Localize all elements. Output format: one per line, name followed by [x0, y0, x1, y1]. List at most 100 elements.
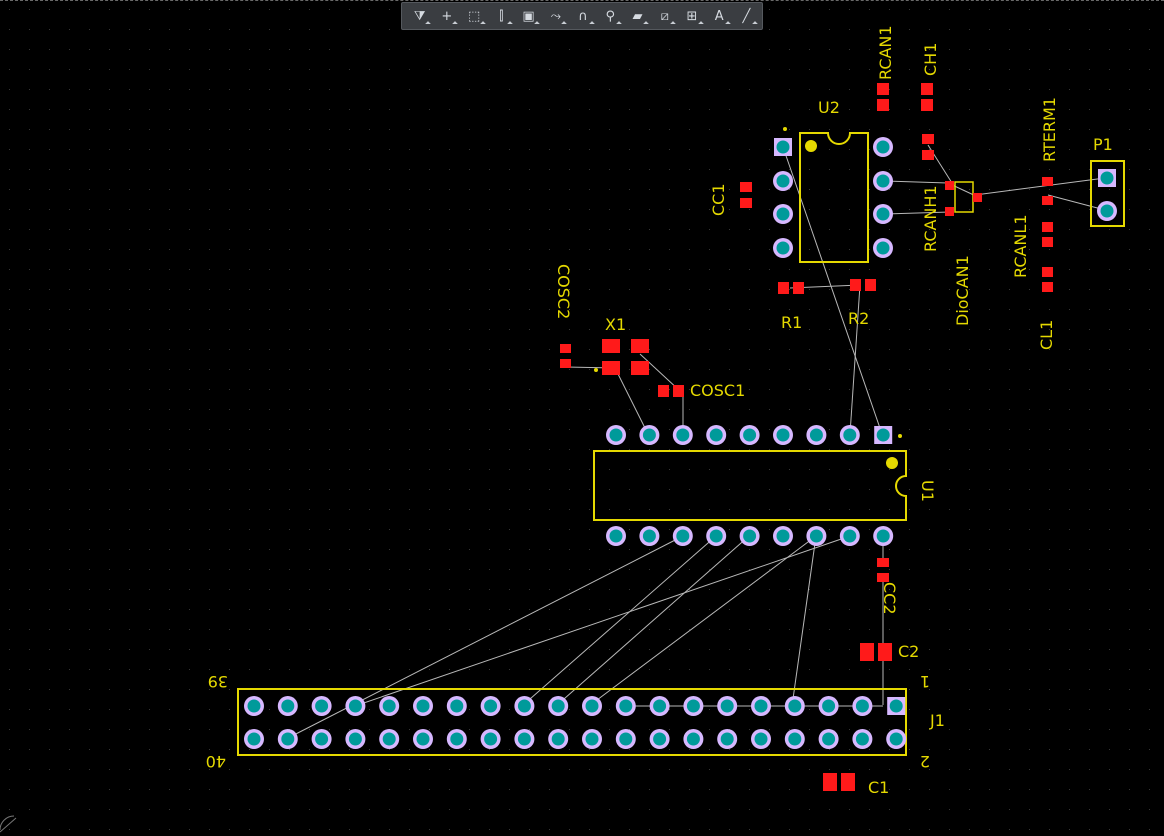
c2-pad-b[interactable] [878, 643, 892, 661]
dimension-icon: ⊞ [686, 8, 698, 24]
cc1-pad-a[interactable] [740, 182, 752, 192]
route-tool-button[interactable]: ⤳ [544, 4, 567, 28]
label-pin1: 1 [920, 672, 930, 691]
u1-pad-bottom-1-hole [609, 529, 623, 543]
u1-pin1-dot [898, 434, 902, 438]
cross-probe-tool-button[interactable]: + [435, 4, 458, 28]
align-tool-button[interactable]: ⫿ [490, 4, 513, 28]
j1-pad-row1-5-hole [382, 699, 396, 713]
label-cosc2: COSC2 [554, 264, 573, 319]
u1-outline [593, 450, 907, 521]
cosc1-pad-a[interactable] [658, 385, 669, 397]
text-tool-button[interactable]: A [708, 4, 731, 28]
c1-pad-a[interactable] [823, 773, 837, 791]
align-icon: ⫿ [499, 8, 504, 24]
ch1-pad-b[interactable] [921, 99, 933, 111]
rcanh1-pad-top-a[interactable] [922, 134, 934, 144]
r2-pad-b[interactable] [865, 279, 876, 291]
ch1-pad-a[interactable] [921, 83, 933, 95]
label-r1: R1 [781, 313, 802, 332]
cl1-pad-b[interactable] [1042, 282, 1053, 292]
component-tool-button[interactable]: ▣ [517, 4, 540, 28]
p1-pad-1-hole [1100, 171, 1114, 185]
r1-pad-b[interactable] [793, 282, 804, 294]
cc2-pad-a[interactable] [877, 558, 889, 567]
line-icon: ╱ [742, 8, 751, 24]
origin-marker [0, 815, 15, 831]
j1-pad-row2-10-hole [551, 732, 565, 746]
rcanl1-pad-a[interactable] [1042, 222, 1053, 232]
j1-pad-row1-8-hole [484, 699, 498, 713]
diocan1-pad-3[interactable] [973, 193, 982, 202]
j1-pad-row2-15-hole [720, 732, 734, 746]
c1-pad-b[interactable] [841, 773, 855, 791]
r1-pad-a[interactable] [778, 282, 789, 294]
j1-pad-row2-11-hole [585, 732, 599, 746]
x1-pad-2[interactable] [631, 339, 649, 353]
j1-pad-row2-13-hole [653, 732, 667, 746]
u1-pad-bottom-7-hole [809, 529, 823, 543]
u2-pin1-dot [783, 127, 787, 131]
select-area-tool-button[interactable]: ⬚ [462, 4, 485, 28]
keepout-tool-button[interactable]: ⧄ [653, 4, 676, 28]
r2-pad-a[interactable] [850, 279, 861, 291]
u1-pad-top-5-hole [743, 428, 757, 442]
via-icon: ⚲ [605, 8, 616, 24]
via-tool-button[interactable]: ⚲ [599, 4, 622, 28]
filter-tool-button[interactable]: ⧩ [408, 4, 431, 28]
diocan1-pad-2[interactable] [945, 207, 954, 216]
label-u2: U2 [818, 98, 840, 117]
u1-pad-bottom-5-hole [743, 529, 757, 543]
interactive-diff-icon: ∩ [578, 8, 588, 24]
u2-pad-left-3-hole [776, 207, 790, 221]
u2-pad-left-2-hole [776, 174, 790, 188]
u1-pad-top-1-hole [609, 428, 623, 442]
ratsnest-group [287, 144, 1106, 739]
interactive-diff-tool-button[interactable]: ∩ [571, 4, 594, 28]
j1-pad-row2-2-hole [281, 732, 295, 746]
polygon-tool-button[interactable]: ▰ [626, 4, 649, 28]
u1-pad-bottom-3-hole [676, 529, 690, 543]
line-tool-button[interactable]: ╱ [735, 4, 758, 28]
cosc2-pad-a[interactable] [560, 344, 571, 353]
rterm1-pad-a[interactable] [1042, 177, 1053, 186]
cc1-pad-b[interactable] [740, 198, 752, 208]
dimension-tool-button[interactable]: ⊞ [680, 4, 703, 28]
j1-pad-row1-6-hole [416, 699, 430, 713]
u1-pad-bottom-2-hole [642, 529, 656, 543]
j1-pad-row1-11-hole [585, 699, 599, 713]
route-icon: ⤳ [550, 8, 561, 24]
u1-pad-bottom-8-hole [843, 529, 857, 543]
x1-pad-4[interactable] [631, 361, 649, 375]
u2-pad-right-3-hole [876, 207, 890, 221]
u2-pad-left-1-hole [776, 140, 790, 154]
u1-pad-bottom-4-hole [709, 529, 723, 543]
j1-outline [237, 688, 907, 756]
u1-pad-top-3-hole [676, 428, 690, 442]
j1-pad-row2-16-hole [754, 732, 768, 746]
label-rcanh1: RCANH1 [921, 185, 940, 252]
j1-pad-row1-15-hole [720, 699, 734, 713]
x1-pad-1[interactable] [602, 339, 620, 353]
j1-pad-row1-7-hole [450, 699, 464, 713]
j1-pad-row2-3-hole [315, 732, 329, 746]
cosc1-pad-b[interactable] [673, 385, 684, 397]
cosc2-pad-b[interactable] [560, 359, 571, 368]
label-u1: U1 [918, 480, 937, 502]
u1-pad-top-7-hole [809, 428, 823, 442]
rcanl1-pad-b[interactable] [1042, 237, 1053, 247]
x1-pad-3[interactable] [602, 361, 620, 375]
j1-pad-row2-14-hole [686, 732, 700, 746]
rterm1-pad-b[interactable] [1042, 196, 1053, 205]
j1-pad-row1-12-hole [619, 699, 633, 713]
cl1-pad-a[interactable] [1042, 267, 1053, 277]
rcan1-pad-b[interactable] [877, 99, 889, 111]
label-p1: P1 [1093, 135, 1113, 154]
rcanh1-pad-top-b[interactable] [922, 150, 934, 160]
rcan1-pad-a[interactable] [877, 83, 889, 95]
c2-pad-a[interactable] [860, 643, 874, 661]
diocan1-pad-1[interactable] [945, 181, 954, 190]
cc2-pad-b[interactable] [877, 573, 889, 582]
